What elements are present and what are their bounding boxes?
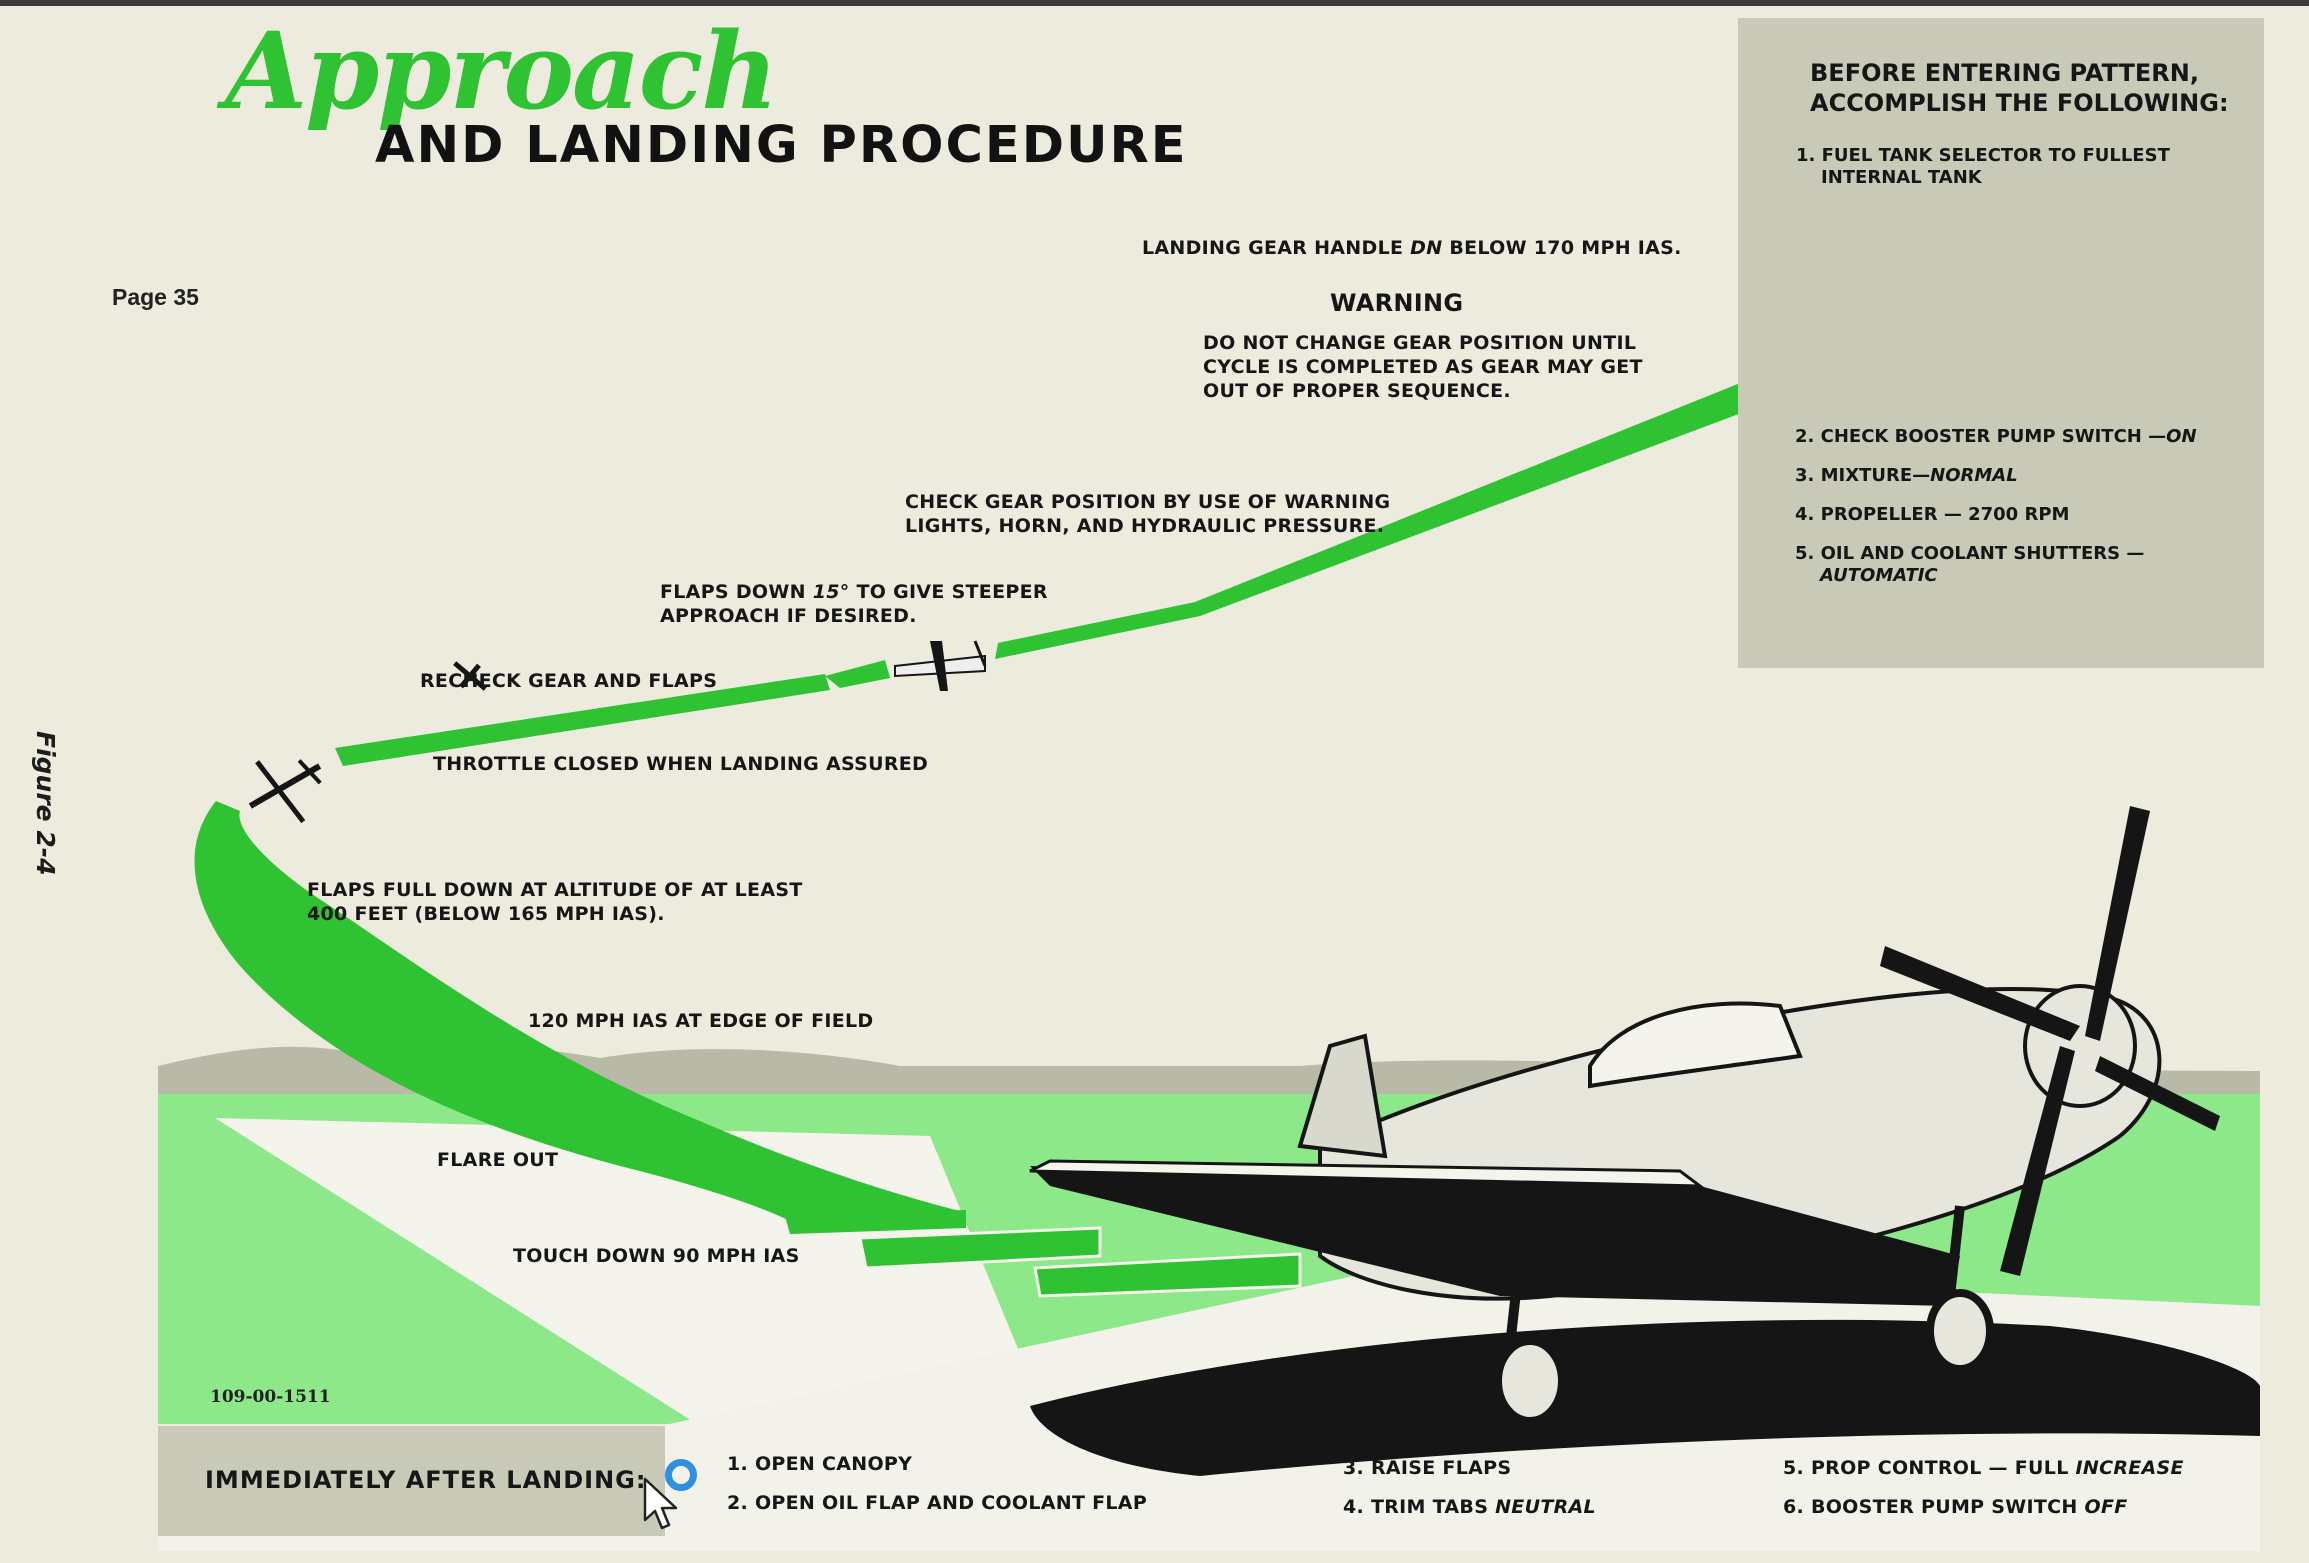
note-line: LIGHTS, HORN, AND HYDRAULIC PRESSURE. <box>905 515 1385 537</box>
warning-body: DO NOT CHANGE GEAR POSITION UNTIL CYCLE … <box>1203 331 1643 403</box>
item-text: 3. MIXTURE— <box>1795 465 1931 486</box>
warning-line: CYCLE IS COMPLETED AS GEAR MAY GET <box>1203 356 1643 378</box>
note-line: FLAPS FULL DOWN AT ALTITUDE OF AT LEAST <box>307 879 803 901</box>
item-line: 5. OIL AND COOLANT SHUTTERS — <box>1795 543 2145 564</box>
glide-path-descent <box>194 801 961 1221</box>
touchdown-note: TOUCH DOWN 90 MPH IAS <box>513 1245 800 1267</box>
item-emphasis: INCREASE <box>2075 1457 2184 1479</box>
checklist-item-4: 4. PROPELLER — 2700 RPM <box>1795 504 2070 525</box>
document-page: Approach AND LANDING PROCEDURE Page 35 F… <box>0 6 2309 1563</box>
after-landing-title: IMMEDIATELY AFTER LANDING: <box>205 1466 647 1494</box>
note-text: TO GIVE STEEPER <box>849 581 1048 603</box>
mustang-illustration <box>1029 806 2220 1425</box>
loading-ring-icon <box>665 1459 697 1491</box>
flaps-15-note: FLAPS DOWN 15° TO GIVE STEEPER APPROACH … <box>660 580 1048 628</box>
check-gear-note: CHECK GEAR POSITION BY USE OF WARNING LI… <box>905 490 1390 538</box>
recheck-note: RECHECK GEAR AND FLAPS <box>420 670 718 692</box>
touchdown-strip-1 <box>785 1210 966 1234</box>
after-item-2: 2. OPEN OIL FLAP AND COOLANT FLAP <box>727 1492 1148 1514</box>
item-text: 6. BOOSTER PUMP SWITCH <box>1783 1496 2085 1518</box>
checklist-item-2: 2. CHECK BOOSTER PUMP SWITCH —ON <box>1795 426 2197 448</box>
after-landing-box <box>158 1426 665 1536</box>
checklist-item-3: 3. MIXTURE—NORMAL <box>1795 465 2018 487</box>
heading-line: BEFORE ENTERING PATTERN, <box>1810 59 2199 87</box>
title-script: Approach <box>225 8 778 133</box>
checklist-item-1: 1. FUEL TANK SELECTOR TO FULLEST INTERNA… <box>1796 145 2170 189</box>
drawing-code: 109-00-1511 <box>210 1387 331 1407</box>
item-emphasis: AUTOMATIC <box>1820 565 1938 586</box>
throttle-note: THROTTLE CLOSED WHEN LANDING ASSURED <box>433 753 929 775</box>
warning-line: OUT OF PROPER SEQUENCE. <box>1203 380 1511 402</box>
touchdown-strip-3 <box>1033 1252 1302 1298</box>
mouse-pointer-icon <box>643 1477 678 1530</box>
item-text: 5. PROP CONTROL — FULL <box>1783 1457 2076 1479</box>
flare-note: FLARE OUT <box>437 1149 559 1171</box>
warning-line: DO NOT CHANGE GEAR POSITION UNTIL <box>1203 332 1637 354</box>
note-text: LANDING GEAR HANDLE <box>1142 237 1411 259</box>
note-text: BELOW 170 MPH IAS. <box>1442 237 1682 259</box>
note-emphasis: DN <box>1410 237 1443 259</box>
item-line: INTERNAL TANK <box>1821 167 1982 188</box>
edge-field-note: 120 MPH IAS AT EDGE OF FIELD <box>528 1010 874 1032</box>
after-item-4: 4. TRIM TABS NEUTRAL <box>1343 1495 1596 1519</box>
note-text: FLAPS DOWN <box>660 581 813 603</box>
figure-label: Figure 2-4 <box>31 731 60 876</box>
gear-handle-note: LANDING GEAR HANDLE DN BELOW 170 MPH IAS… <box>1142 236 1682 260</box>
item-text: 2. CHECK BOOSTER PUMP SWITCH — <box>1795 426 2167 447</box>
touchdown-strip-2 <box>858 1226 1102 1270</box>
aircraft-level-icon <box>894 640 987 691</box>
item-line: 1. FUEL TANK SELECTOR TO FULLEST <box>1796 145 2170 166</box>
after-item-1: 1. OPEN CANOPY <box>727 1453 913 1475</box>
aircraft-banking-icon <box>453 661 487 691</box>
heading-line: ACCOMPLISH THE FOLLOWING: <box>1810 89 2229 117</box>
note-line: APPROACH IF DESIRED. <box>660 605 917 627</box>
glide-path-segment <box>825 660 890 688</box>
page-number: Page 35 <box>112 284 199 310</box>
before-pattern-heading: BEFORE ENTERING PATTERN, ACCOMPLISH THE … <box>1810 58 2229 118</box>
checklist-item-5: 5. OIL AND COOLANT SHUTTERS — AUTOMATIC <box>1795 543 2144 587</box>
note-emphasis: 15° <box>812 581 850 603</box>
aircraft-topdown-icon <box>248 759 322 824</box>
note-line: CHECK GEAR POSITION BY USE OF WARNING <box>905 491 1391 513</box>
item-emphasis: NORMAL <box>1930 465 2018 486</box>
item-emphasis: ON <box>2166 426 2197 447</box>
note-line: 400 FEET (BELOW 165 MPH IAS). <box>307 903 665 925</box>
item-emphasis: NEUTRAL <box>1495 1496 1596 1518</box>
glide-path-middle <box>335 674 830 766</box>
warning-title: WARNING <box>1330 289 1464 317</box>
after-item-6: 6. BOOSTER PUMP SWITCH OFF <box>1783 1495 2128 1519</box>
item-text: 4. TRIM TABS <box>1343 1496 1496 1518</box>
item-emphasis: OFF <box>2084 1496 2128 1518</box>
after-item-3: 3. RAISE FLAPS <box>1343 1457 1512 1479</box>
glide-path-upper <box>995 367 1840 659</box>
page-title: AND LANDING PROCEDURE <box>375 116 1188 175</box>
after-item-5: 5. PROP CONTROL — FULL INCREASE <box>1783 1456 2184 1480</box>
flaps-full-note: FLAPS FULL DOWN AT ALTITUDE OF AT LEAST … <box>307 878 803 926</box>
before-pattern-panel <box>1738 18 2264 668</box>
